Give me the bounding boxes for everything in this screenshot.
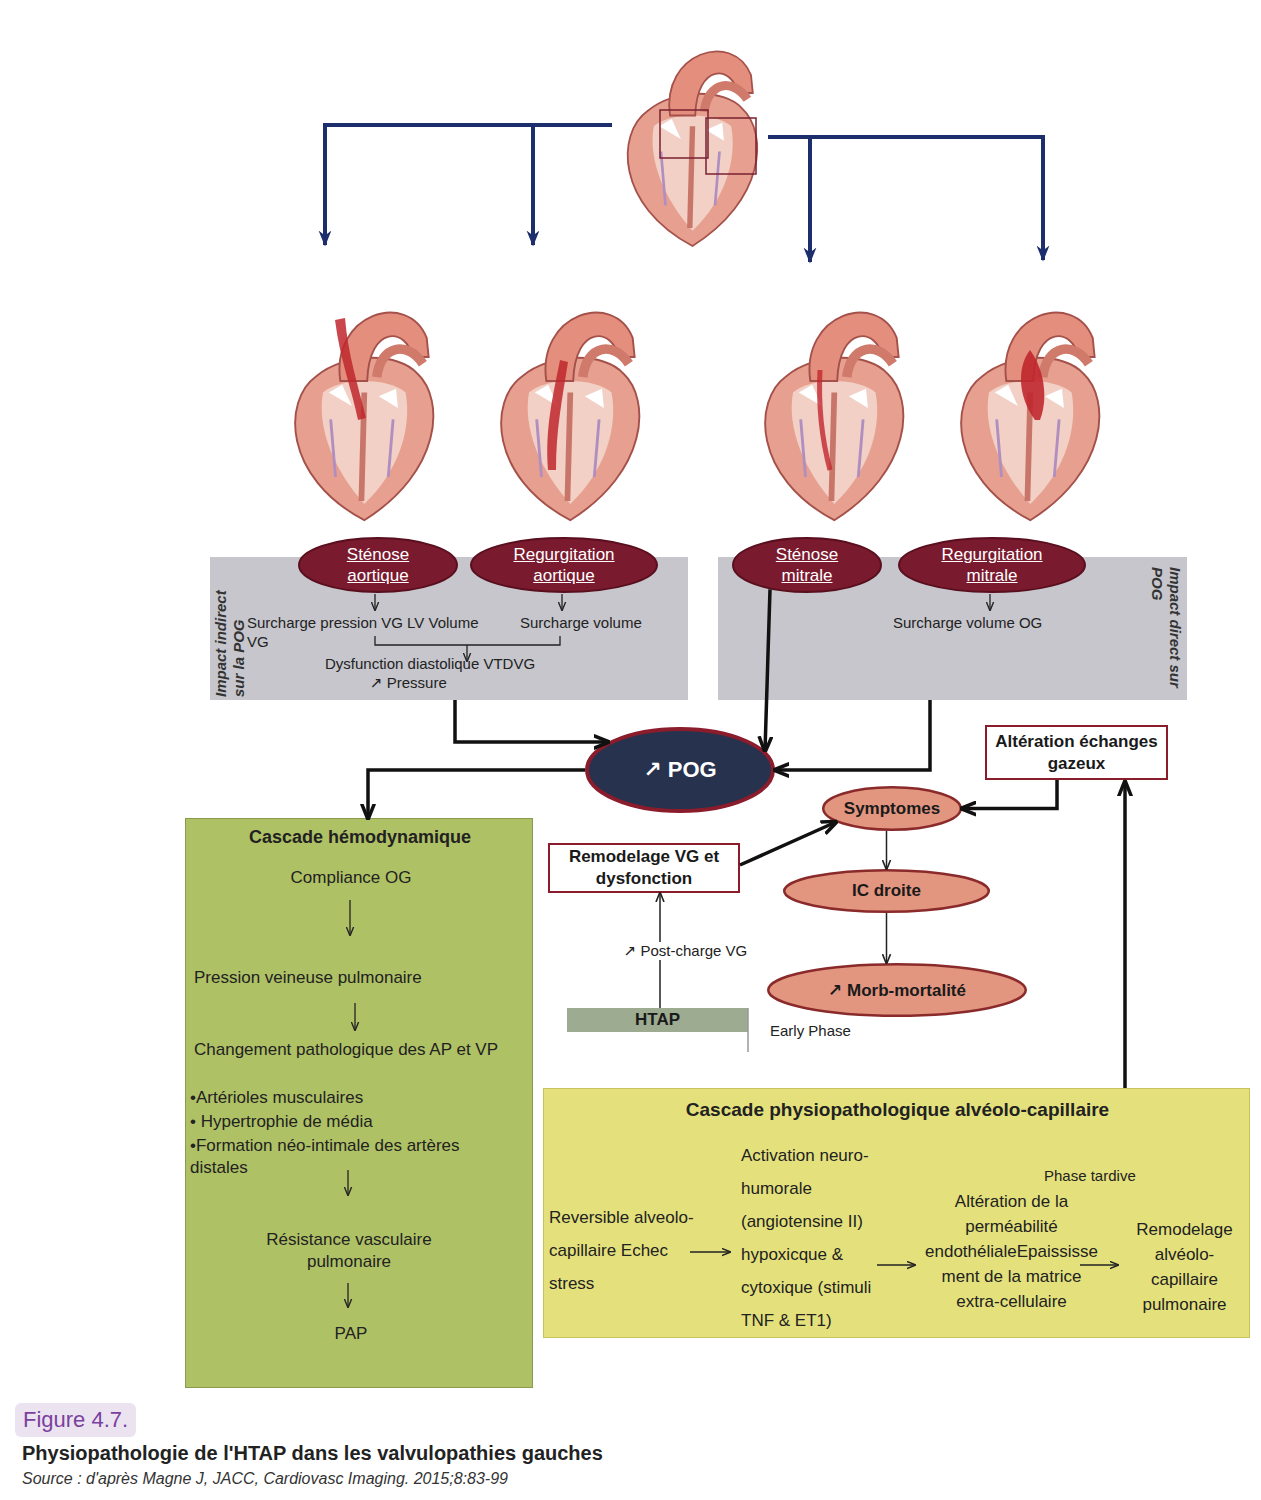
node-label: Regurgitation aortique	[499, 544, 629, 586]
outcome-box: Altération échanges gazeux	[985, 725, 1168, 780]
oval-shape	[587, 729, 773, 811]
cascade-bullet: •Artérioles musculaires	[190, 1087, 520, 1109]
cascade-step: PAP	[186, 1323, 516, 1345]
cascade-box: Cascade physiopathologique alvéolo-capil…	[543, 1088, 1250, 1338]
phase-note: Early Phase	[770, 1022, 851, 1039]
oval-shape	[823, 787, 961, 830]
cascade-step: Activation neuro-humorale (angiotensine …	[741, 1139, 893, 1337]
oval-shape	[768, 964, 1026, 1016]
htap-band: HTAP	[567, 1008, 748, 1032]
mechanism-text: Surcharge volume OG	[893, 613, 1093, 632]
impact-band: Impact indirect sur la POGSurcharge pres…	[210, 557, 688, 700]
cascade-step: Remodelage alvéolo-capillaire pulmonaire	[1122, 1217, 1247, 1317]
heart-drawing	[295, 313, 433, 521]
node-label: Sténose aortique	[331, 544, 426, 586]
mechanism-text: Dysfunction diastolique VTDVG	[325, 654, 585, 673]
node-label: ↗ POG	[605, 757, 755, 783]
flow-connector	[775, 700, 930, 770]
heart-drawing	[501, 313, 639, 521]
figure-number: Figure 4.7.	[15, 1403, 136, 1437]
heart-drawing	[628, 51, 758, 246]
flow-connector	[886, 831, 888, 869]
valve-oval: Sténose mitrale	[732, 537, 882, 593]
outcome-oval: IC droite	[783, 869, 990, 913]
flow-connector	[886, 913, 888, 963]
node-label: Regurgitation mitrale	[927, 544, 1057, 586]
cascade-step: Compliance OG	[186, 867, 516, 889]
valve-oval: Regurgitation mitrale	[898, 537, 1086, 593]
cascade-heading: Cascade physiopathologique alvéolo-capil…	[544, 1099, 1251, 1121]
cascade-step: Résistance vasculaire pulmonaire	[244, 1229, 454, 1273]
phase-label: Phase tardive	[1044, 1167, 1174, 1184]
flow-connector	[962, 780, 1057, 809]
node-label: IC droite	[797, 881, 977, 901]
node-label: Sténose mitrale	[767, 544, 847, 586]
cascade-step: Changement pathologique des AP et VP	[194, 1039, 512, 1061]
band-side-label: Impact direct sur POG	[1142, 567, 1184, 697]
oval-shape	[299, 538, 457, 592]
flow-connector	[455, 700, 608, 742]
cascade-bullet: • Hypertrophie de média	[190, 1111, 520, 1133]
oval-shape	[899, 538, 1085, 592]
node-label: Remodelage VG et dysfonction	[554, 846, 734, 890]
cascade-heading: Cascade hémodynamique	[186, 827, 534, 848]
outcome-oval: ↗ Morb-mortalité	[767, 963, 1027, 1017]
flow-connector	[368, 770, 585, 818]
cascade-step: Reversible alveolo-capillaire Echec stre…	[549, 1201, 699, 1300]
node-label: Symptomes	[827, 799, 957, 819]
oval-shape	[733, 538, 881, 592]
flow-connector	[1123, 782, 1127, 1088]
source-note: Source : d'après Magne J, JACC, Cardiova…	[22, 1470, 508, 1488]
valve-oval: Sténose aortique	[298, 537, 458, 593]
mechanism-text: Surcharge volume	[520, 613, 680, 632]
node-label: HTAP	[573, 1010, 743, 1030]
mechanism-text: Surcharge pression VG LV Volume VG	[247, 613, 487, 651]
cascade-box: Cascade hémodynamiqueCompliance OG Pressi…	[185, 818, 533, 1388]
band-side-label: Impact indirect sur la POG	[212, 569, 252, 697]
heart-drawing	[961, 313, 1099, 521]
cascade-step: Pression veineuse pulmonaire	[194, 967, 524, 989]
oval-shape	[471, 538, 657, 592]
impact-band: Impact direct sur POG Surcharge volume OG…	[718, 557, 1187, 700]
outcome-box: Remodelage VG et dysfonction	[548, 843, 740, 893]
flow-connector	[740, 822, 836, 865]
heart-drawing	[765, 313, 903, 521]
outcome-oval: Symptomes	[822, 786, 962, 831]
cascade-bullet: •Formation néo-intimale des artères dist…	[190, 1135, 508, 1179]
mechanism-text: ↗ Pressure	[370, 673, 490, 692]
node-label: ↗ Morb-mortalité	[782, 980, 1012, 1001]
valve-oval: Regurgitation aortique	[470, 537, 658, 593]
cascade-step: Altération de la perméabilité endothélia…	[924, 1189, 1099, 1314]
node-label: Altération échanges gazeux	[992, 731, 1162, 775]
figure-caption: Physiopathologie de l'HTAP dans les valv…	[22, 1442, 603, 1465]
edge-label: ↗ Post-charge VG	[622, 942, 749, 960]
pog-oval: ↗ POG	[585, 727, 775, 813]
heart-illustrations	[0, 0, 1261, 540]
oval-shape	[784, 870, 989, 912]
